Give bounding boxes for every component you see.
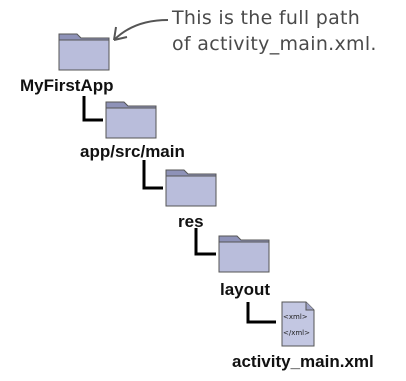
tree-node-label: activity_main.xml xyxy=(232,352,374,371)
connector-4 xyxy=(246,302,276,324)
xml-file-icon: <xml> </xml> xyxy=(280,300,316,348)
tree-node-label: layout xyxy=(220,280,271,299)
connector-2 xyxy=(142,160,163,190)
folder-icon xyxy=(104,96,158,145)
tree-node-label: res xyxy=(178,212,204,231)
annotation-line-1: This is the full path xyxy=(172,7,361,29)
annotation-arrow xyxy=(113,19,169,41)
folder-icon xyxy=(217,230,271,279)
tree-node-label: app/src/main xyxy=(80,142,185,161)
folder-icon xyxy=(57,28,111,77)
connector-3 xyxy=(194,228,216,256)
xml-open-tag: <xml> xyxy=(283,313,308,321)
folder-icon xyxy=(164,164,218,213)
connector-1 xyxy=(82,96,103,122)
tree-node-label: MyFirstApp xyxy=(20,76,114,95)
annotation-line-2: of activity_main.xml. xyxy=(172,33,377,55)
xml-close-tag: </xml> xyxy=(283,329,310,337)
